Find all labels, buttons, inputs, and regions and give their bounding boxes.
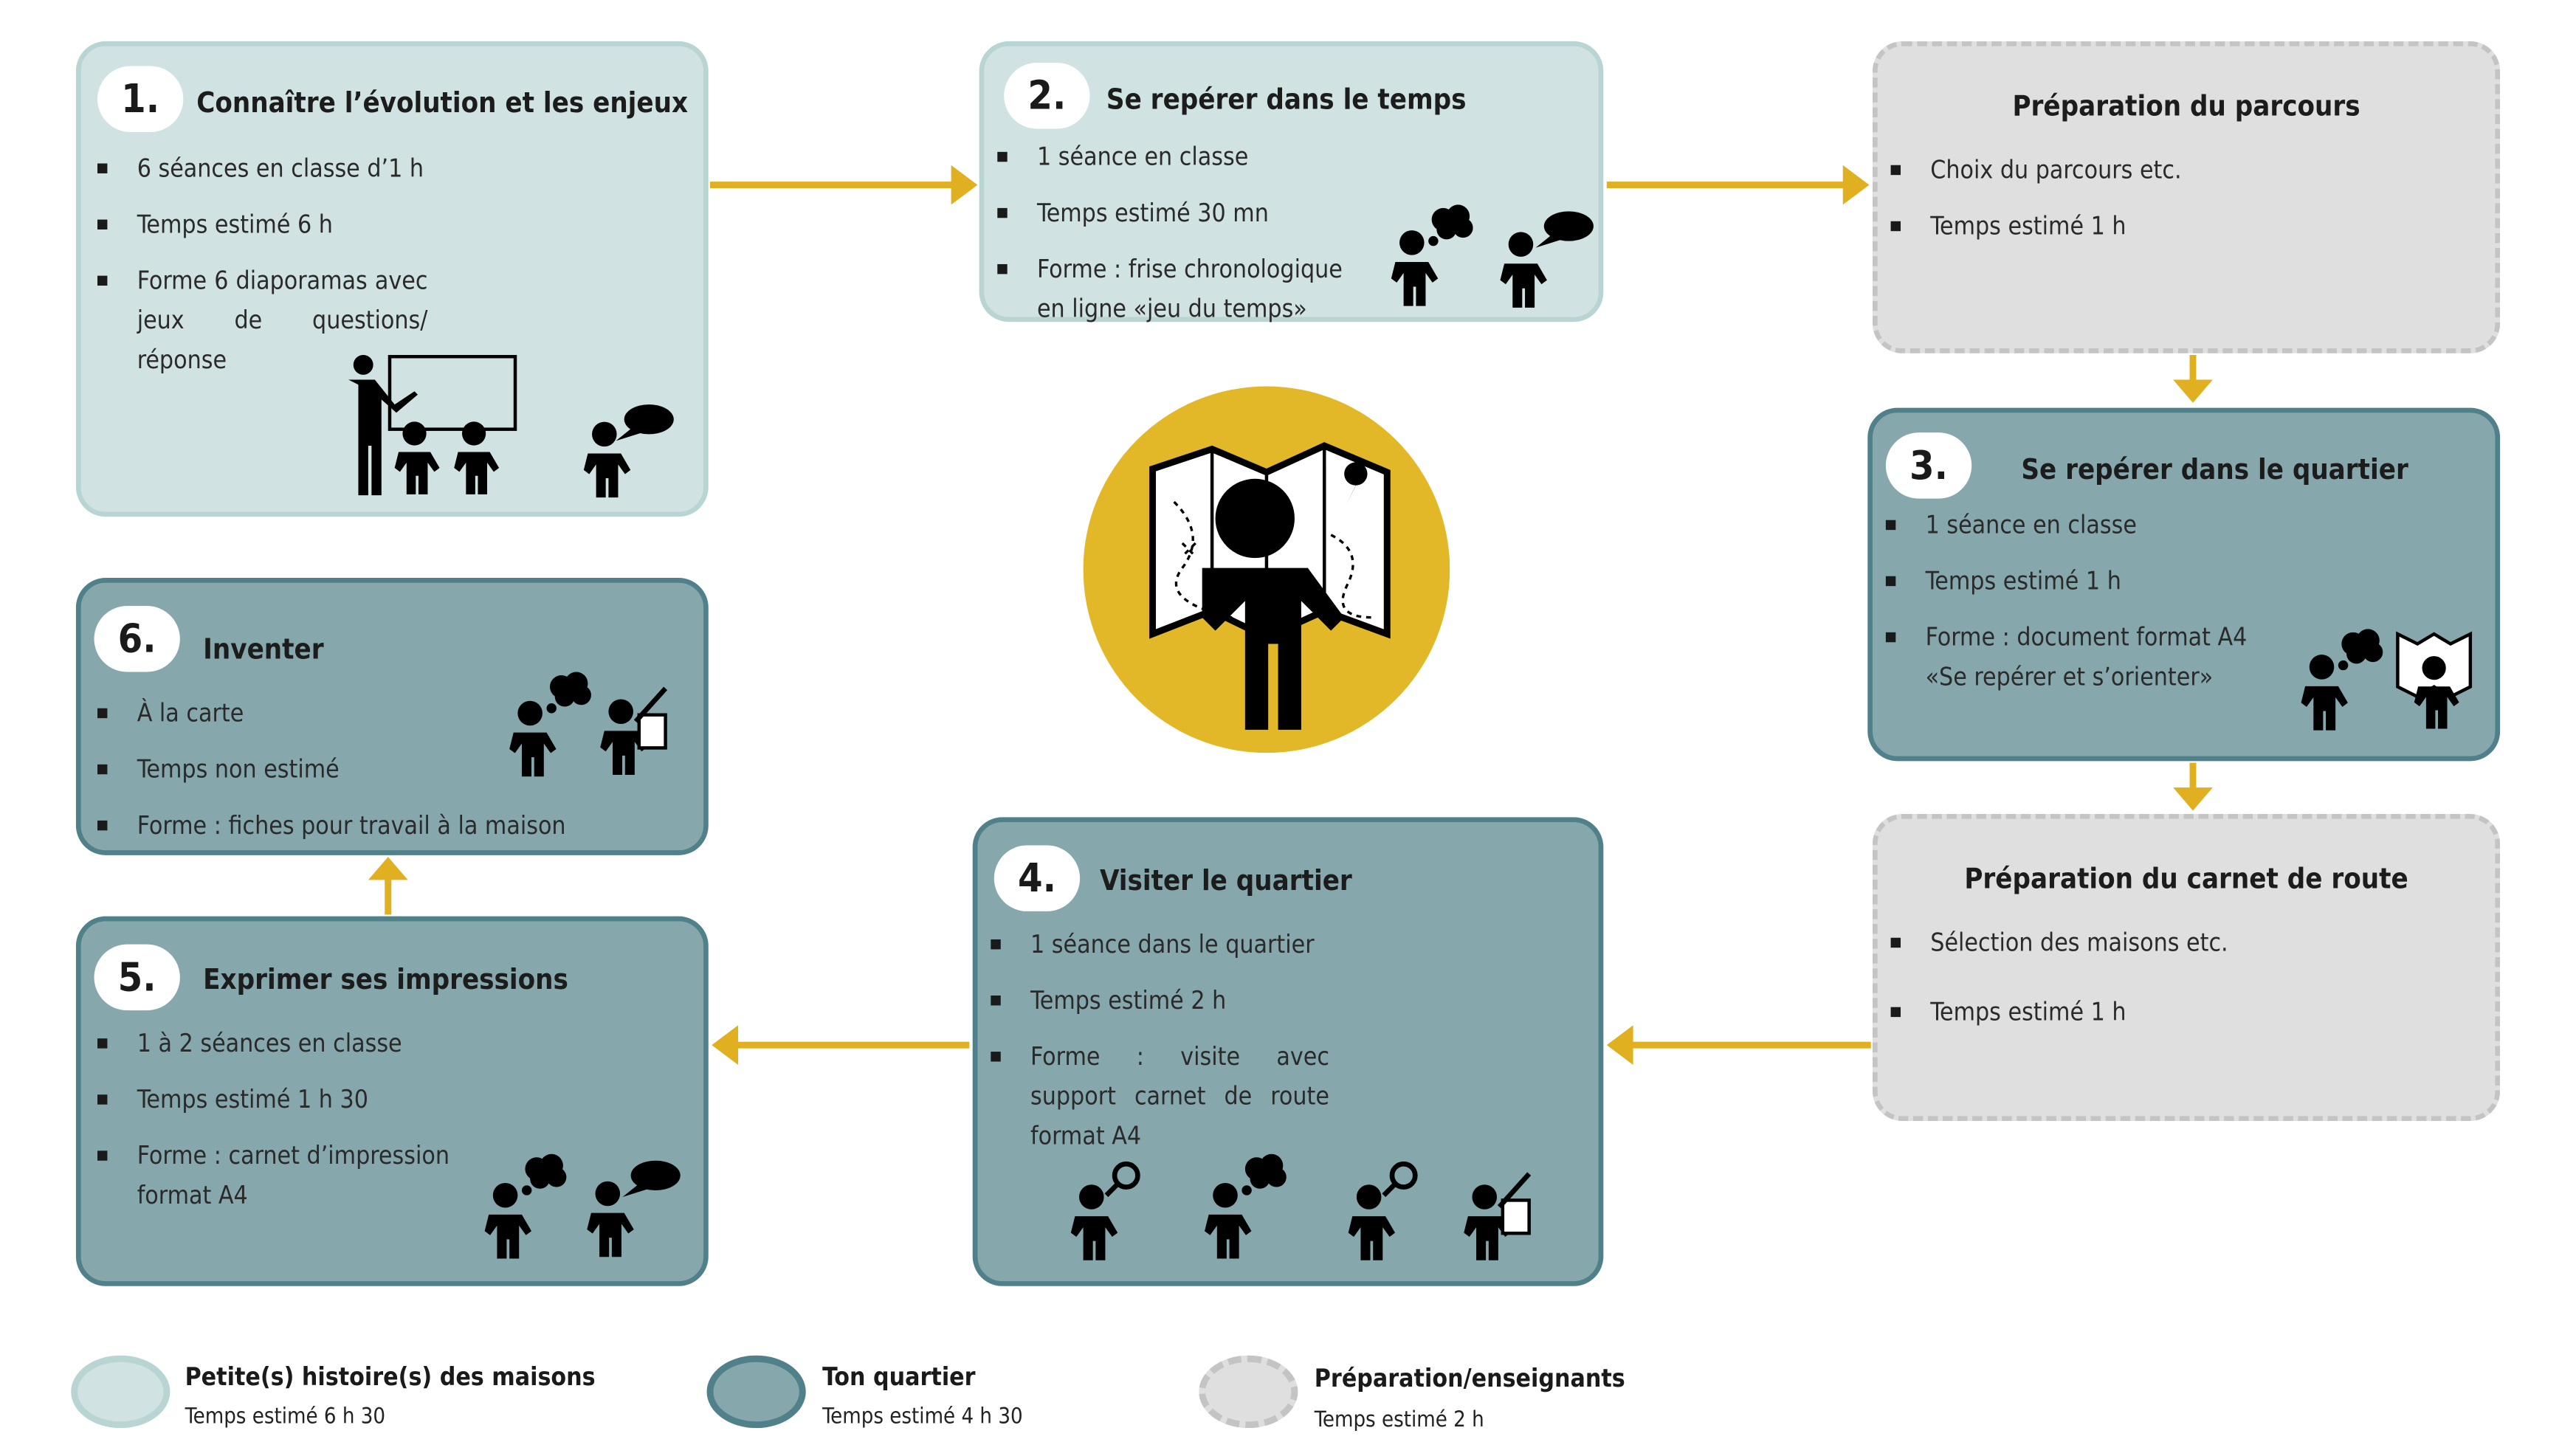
legend-swatch-dark [706,1355,806,1429]
arrow-prep-to-4 [1631,1041,1871,1049]
child-searching-icon [1070,1161,1146,1260]
arrow-3-to-prep [2189,762,2197,790]
step-title: Visiter le quartier [1099,865,1352,899]
detail-item: Temps estimé 1 h 30 [97,1080,469,1119]
child-with-map-illustration [1083,386,1450,753]
step-title: Se repérer dans le temps [1106,84,1467,117]
detail-item: Forme : frise chronologique en ligne «je… [997,249,1368,328]
prep-route-card: Préparation du parcours Choix du parcour… [1872,41,2501,353]
step-details: 6 séances en classe d’1 h Temps estimé 6… [97,148,427,396]
step-details: 1 séance dans le quartier Temps estimé 2… [991,925,1329,1173]
child-speaking-icon [583,404,674,498]
child-thinking-icon [484,1153,567,1259]
step-details: À la carte Temps non estimé Forme : fich… [97,694,642,862]
arrowhead [1842,165,1870,205]
arrowhead [368,857,408,880]
step-5-card: 5. Exprimer ses impressions 1 à 2 séance… [75,916,709,1286]
child-writing-icon [600,675,675,775]
arrow-5-to-6 [385,878,392,915]
detail-item: Temps estimé 2 h [991,981,1329,1021]
legend-swatch-light [71,1355,171,1429]
step-details: 1 à 2 séances en classe Temps estimé 1 h… [97,1024,469,1232]
arrowhead [2173,379,2213,403]
arrow-1-to-2 [709,182,958,189]
step-3-card: 3. Se repérer dans le quartier 1 séance … [1867,407,2501,762]
detail-item: 1 séance en classe [1885,506,2257,545]
child-writing-icon [1464,1161,1539,1260]
child-with-map-icon [2396,631,2473,729]
prep-details: Choix du parcours etc. Temps estimé 1 h [1890,151,2386,263]
detail-item: Temps estimé 1 h [1885,562,2257,601]
step-number: 5. [94,944,180,1011]
arrow-2-to-prep [1606,182,1848,189]
prep-details: Sélection des maisons etc. Temps estimé … [1890,923,2386,1049]
detail-item: Forme : fiches pour travail à la maison [97,806,642,846]
detail-item: Temps estimé 30 mn [997,193,1368,233]
arrowhead [1606,1025,1633,1065]
step-number: 1. [97,66,184,132]
detail-item: Forme 6 diaporamas avec jeux de question… [97,261,427,379]
child-thinking-icon [509,672,591,777]
child-speaking-icon [587,1160,681,1257]
child-thinking-icon [1391,204,1473,306]
step-number: 2. [1004,63,1090,129]
prep-title: Préparation du carnet de route [1964,863,2408,897]
legend-title: Ton quartier [822,1362,976,1392]
legend-time: Temps estimé 2 h [1314,1408,1484,1433]
legend-time: Temps estimé 6 h 30 [185,1404,386,1430]
step-title: Connaître l’évolution et les enjeux [196,87,689,121]
step-number: 6. [94,606,180,672]
detail-item: 1 séance dans le quartier [991,925,1329,965]
detail-item: 6 séances en classe d’1 h [97,148,427,188]
step-6-card: 6. Inventer À la carte Temps non estimé … [75,578,709,855]
child-speaking-icon [1500,211,1594,308]
child-thinking-icon [1205,1153,1287,1259]
step-number: 4. [993,845,1081,911]
step-details: 1 séance en classe Temps estimé 1 h Form… [1885,506,2257,714]
detail-item: 1 séance en classe [997,137,1368,177]
detail-item: Sélection des maisons etc. [1890,923,2386,963]
detail-item: Forme : visite avec support carnet de ro… [991,1037,1329,1156]
arrowhead [712,1025,739,1065]
step-1-card: 1. Connaître l’évolution et les enjeux 6… [75,41,709,517]
step-number: 3. [1885,432,1972,499]
arrowhead [951,165,978,205]
detail-item: 1 à 2 séances en classe [97,1024,469,1063]
arrow-4-to-5 [736,1041,970,1049]
step-details: 1 séance en classe Temps estimé 30 mn Fo… [997,137,1368,345]
child-thinking-icon [2301,629,2383,731]
detail-item: Forme : carnet d’impression format A4 [97,1136,469,1215]
arrowhead [2173,787,2213,811]
prep-title: Préparation du parcours [2012,91,2360,124]
detail-item: Forme : document format A4 «Se repérer e… [1885,618,2257,697]
step-title: Se repérer dans le quartier [2021,454,2408,487]
detail-item: Temps estimé 6 h [97,204,427,244]
legend-title: Petite(s) histoire(s) des maisons [185,1362,596,1392]
detail-item: Temps estimé 1 h [1890,207,2386,246]
detail-item: Choix du parcours etc. [1890,151,2386,190]
step-2-card: 2. Se repérer dans le temps 1 séance en … [979,41,1604,323]
legend-swatch-gray [1199,1355,1298,1429]
detail-item: Temps estimé 1 h [1890,993,2386,1032]
step-title: Inventer [203,634,324,667]
step-title: Exprimer ses impressions [203,964,568,998]
teacher-with-board-icon [348,354,517,496]
legend-time: Temps estimé 4 h 30 [822,1404,1023,1430]
child-searching-icon [1348,1161,1424,1260]
legend-title: Préparation/enseignants [1314,1363,1625,1394]
detail-item: À la carte [97,694,642,734]
detail-item: Temps non estimé [97,750,642,790]
step-4-card: 4. Visiter le quartier 1 séance dans le … [972,817,1604,1286]
prep-notebook-card: Préparation du carnet de route Sélection… [1872,813,2501,1122]
arrow-prep-to-3 [2189,354,2197,382]
